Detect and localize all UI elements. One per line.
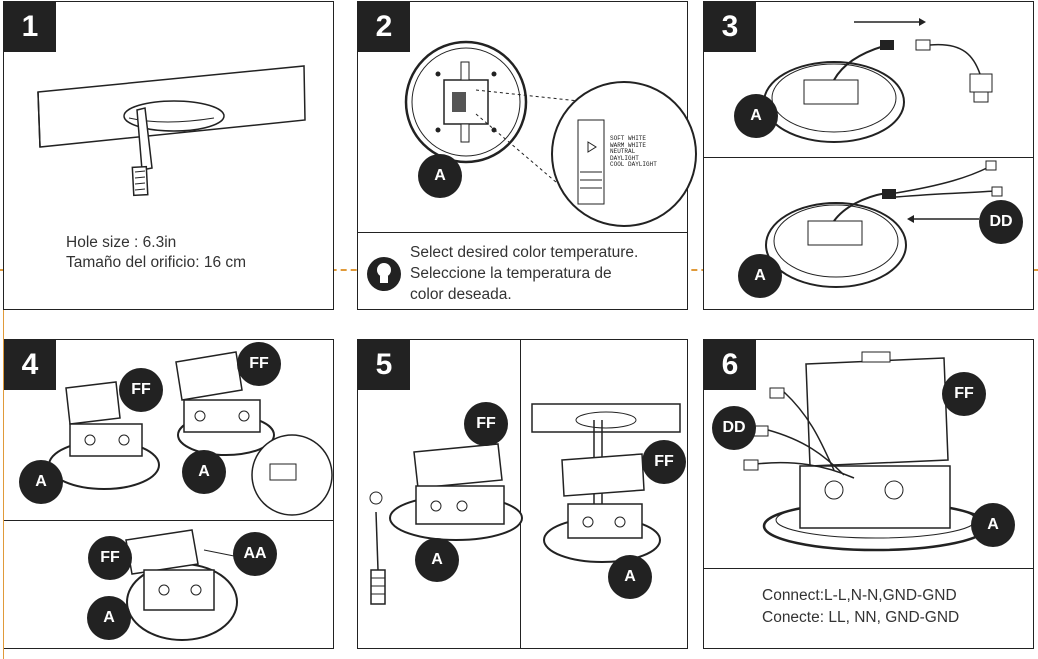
label-aa-badge: AA xyxy=(233,532,277,576)
box-in-ceiling-illustration xyxy=(522,340,689,648)
label-a-badge: A xyxy=(734,94,778,138)
junction-box-secured-illustration xyxy=(4,520,335,648)
label-a-badge: A xyxy=(971,503,1015,547)
label-a-badge: A xyxy=(418,154,462,198)
tip-line-3: color deseada. xyxy=(410,286,512,303)
tip-line-2: Seleccione la temperatura de xyxy=(410,265,612,282)
disconnect-plug-illustration xyxy=(704,18,1035,157)
step-number: 5 xyxy=(358,340,410,390)
label-dd-badge: DD xyxy=(979,200,1023,244)
box-mount-illustration xyxy=(358,340,520,648)
step-number: 1 xyxy=(4,2,56,52)
step-5-divider xyxy=(520,338,521,649)
label-ff-badge: FF xyxy=(642,440,686,484)
step-3-panel: 3 A A DD xyxy=(702,1,1035,311)
color-switch-illustration xyxy=(358,2,689,242)
step-1-panel: 1 Hole size : 6.3in Tamaño del orificio:… xyxy=(3,1,334,310)
step-number: 6 xyxy=(704,340,756,390)
label-ff-badge: FF xyxy=(942,372,986,416)
connect-adapter-illustration xyxy=(704,157,1035,311)
step-number: 2 xyxy=(358,2,410,52)
step-6-panel: 6 FF DD A Connect:L-L,N-N,GND-GND Conect… xyxy=(702,339,1035,649)
step-5-panel: 5 FF A FF A xyxy=(357,338,689,649)
tip-line-1: Select desired color temperature. xyxy=(410,244,639,261)
label-ff-badge: FF xyxy=(464,402,508,446)
label-dd-badge: DD xyxy=(712,406,756,450)
junction-box-install-illustration xyxy=(4,340,335,520)
step-2-panel: 2 SOFT WHITE WARM WHITE NEUTRAL DAYLIGHT… xyxy=(356,1,689,310)
label-a-badge: A xyxy=(87,596,131,640)
step-number: 3 xyxy=(704,2,756,52)
margin-guide-line xyxy=(3,310,4,659)
label-ff-badge: FF xyxy=(237,342,281,386)
label-a-badge: A xyxy=(738,254,782,298)
switch-label: SOFT WHITE xyxy=(610,135,647,142)
label-a-badge: A xyxy=(19,460,63,504)
step-number: 4 xyxy=(4,340,56,390)
switch-label: NEUTRAL xyxy=(610,148,636,155)
label-ff-badge: FF xyxy=(119,368,163,412)
label-a-badge: A xyxy=(182,450,226,494)
ceiling-cut-illustration xyxy=(4,2,335,311)
lightbulb-icon xyxy=(367,257,401,291)
step-4-panel: 4 FF FF A A FF AA A xyxy=(2,339,335,649)
switch-label: COOL DAYLIGHT xyxy=(610,161,657,168)
hole-size-caption-es: Tamaño del orificio: 16 cm xyxy=(66,254,247,271)
switch-label: DAYLIGHT xyxy=(610,154,639,162)
step-3-divider xyxy=(702,157,1034,158)
switch-label-list: SOFT WHITE WARM WHITE NEUTRAL DAYLIGHT C… xyxy=(610,135,657,169)
tip-box xyxy=(356,232,688,310)
step-4-divider xyxy=(2,520,334,521)
switch-label: WARM WHITE xyxy=(610,141,647,149)
label-a-badge: A xyxy=(415,538,459,582)
label-a-badge: A xyxy=(608,555,652,599)
connect-caption: Connect:L-L,N-N,GND-GND xyxy=(762,587,957,604)
connect-caption-box xyxy=(702,568,1034,648)
hole-size-caption: Hole size : 6.3in xyxy=(66,234,177,251)
connect-caption-es: Conecte: LL, NN, GND-GND xyxy=(762,609,960,626)
wire-connection-illustration xyxy=(704,340,1035,568)
label-ff-badge: FF xyxy=(88,536,132,580)
